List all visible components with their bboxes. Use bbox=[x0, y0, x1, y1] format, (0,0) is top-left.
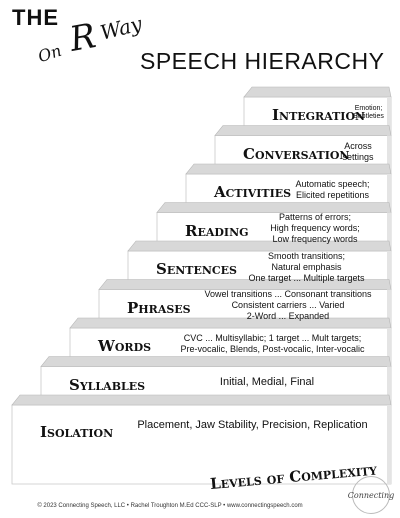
logo-text: Connecting bbox=[347, 490, 395, 500]
step-desc-line: Consistent carriers ... Varied bbox=[231, 300, 345, 311]
step-label-integration: Integration bbox=[272, 106, 366, 125]
title-main: SPEECH HIERARCHY bbox=[140, 48, 385, 74]
step-desc-line: Natural emphasis bbox=[271, 261, 342, 272]
connecting-speech-logo: Connecting bbox=[348, 476, 394, 514]
step-top-face bbox=[40, 356, 392, 367]
step-label-reading: Reading bbox=[185, 221, 249, 240]
step-desc-line: settings bbox=[342, 151, 374, 162]
step-top-face bbox=[214, 125, 392, 136]
step-label-sentences: Sentences bbox=[156, 260, 237, 279]
step-label-syllables: Syllables bbox=[69, 375, 146, 394]
step-desc-line: High frequency words; bbox=[270, 223, 360, 234]
step-desc-isolation: Placement, Jaw Stability, Precision, Rep… bbox=[120, 419, 385, 432]
step-side-shade bbox=[387, 97, 391, 136]
step-desc-line: Low frequency words bbox=[272, 234, 358, 245]
step-label-words: Words bbox=[98, 337, 152, 356]
step-desc-line: Automatic speech; bbox=[295, 179, 370, 190]
step-desc-reading: Patterns of errors;High frequency words;… bbox=[245, 212, 385, 245]
footer-credits: © 2023 Connecting Speech, LLC • Rachel T… bbox=[37, 503, 303, 509]
step-top-face bbox=[156, 202, 392, 213]
step-top-face bbox=[185, 163, 392, 175]
step-side-shade bbox=[387, 405, 391, 484]
step-side-shade bbox=[387, 328, 391, 367]
step-desc-line: Patterns of errors; bbox=[278, 212, 352, 223]
step-desc-line: Pre-vocalic, Blends, Post-vocalic, Inter… bbox=[180, 344, 365, 355]
step-side-shade bbox=[387, 289, 391, 328]
step-desc-line: Smooth transitions; bbox=[267, 250, 346, 261]
step-label-phrases: Phrases bbox=[127, 298, 191, 317]
step-label-isolation: Isolation bbox=[40, 423, 114, 441]
step-isolation bbox=[11, 394, 392, 485]
step-side-shade bbox=[387, 366, 391, 405]
step-desc-line: Elicited repetitions bbox=[295, 190, 370, 201]
step-desc-words: CVC ... Multisyllabic; 1 target ... Mult… bbox=[160, 333, 385, 355]
step-desc-line: Subtleties bbox=[353, 113, 384, 121]
step-side-shade bbox=[387, 174, 391, 213]
step-side-shade bbox=[387, 212, 391, 251]
step-desc-syllables: Initial, Medial, Final bbox=[149, 376, 385, 389]
step-label-activities: Activities bbox=[214, 183, 292, 202]
step-desc-integration: Emotion;Subtleties bbox=[352, 105, 385, 121]
step-desc-phrases: Vowel transitions ... Consonant transiti… bbox=[191, 289, 385, 322]
step-label-conversation: Conversation bbox=[243, 144, 350, 163]
step-desc-line: CVC ... Multisyllabic; 1 target ... Mult… bbox=[183, 333, 362, 344]
step-desc-line: 2-Word ... Expanded bbox=[246, 311, 330, 322]
title-the: THE bbox=[12, 5, 59, 30]
step-desc-line: One target ... Multiple targets bbox=[248, 272, 365, 283]
step-side-shade bbox=[387, 135, 391, 174]
step-desc-line: Initial, Medial, Final bbox=[219, 376, 315, 389]
step-desc-activities: Automatic speech;Elicited repetitions bbox=[280, 179, 385, 201]
step-top-face bbox=[11, 394, 392, 406]
step-desc-line: Vowel transitions ... Consonant transiti… bbox=[204, 289, 372, 300]
step-desc-line: Emotion; bbox=[354, 105, 383, 113]
step-desc-line: Placement, Jaw Stability, Precision, Rep… bbox=[137, 419, 368, 431]
step-top-face bbox=[243, 86, 392, 98]
step-desc-line: Across bbox=[344, 140, 372, 151]
step-side-shade bbox=[387, 251, 391, 290]
